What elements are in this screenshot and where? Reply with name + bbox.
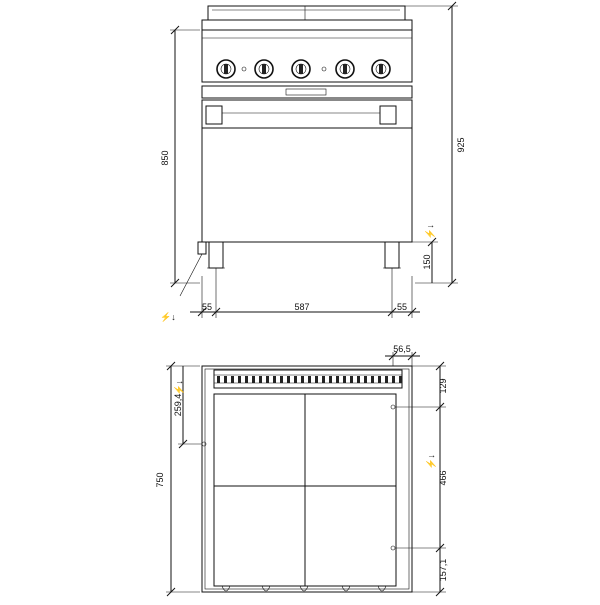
grill-slot xyxy=(245,376,248,383)
dim-750: 750 xyxy=(155,472,165,487)
grill-slot xyxy=(217,376,220,383)
grill-slot xyxy=(266,376,269,383)
dim-587: 587 xyxy=(294,302,309,312)
dim-56-5: 56,5 xyxy=(393,344,411,354)
dim-157-1: 157,1 xyxy=(438,559,448,582)
grill-slot xyxy=(224,376,227,383)
grill-slot xyxy=(273,376,276,383)
grill-slot xyxy=(308,376,311,383)
grill-slot xyxy=(322,376,325,383)
grill-slot xyxy=(371,376,374,383)
dim-466: 466 xyxy=(438,470,448,485)
cooktop-edge xyxy=(201,19,413,31)
grill-slot xyxy=(343,376,346,383)
indicator-lamp xyxy=(321,66,327,72)
dim-850: 850 xyxy=(160,150,170,165)
knob-5 xyxy=(371,59,391,79)
grill-slot xyxy=(315,376,318,383)
grill-slot xyxy=(259,376,262,383)
grill-slot xyxy=(385,376,388,383)
grill-slot xyxy=(287,376,290,383)
connection-point-bottom-right xyxy=(390,545,396,551)
leg-left xyxy=(208,241,224,269)
dim-129: 129 xyxy=(438,378,448,393)
dim-55-right: 55 xyxy=(397,302,407,312)
grill-slot xyxy=(294,376,297,383)
grill-slot xyxy=(399,376,402,383)
grill-slot xyxy=(392,376,395,383)
electrical-symbol-top-right: ⚡↓ xyxy=(425,454,437,470)
grill-slot xyxy=(378,376,381,383)
top-backsplash xyxy=(207,5,406,21)
oven-body xyxy=(201,127,413,243)
electrical-symbol-top: ⚡↓ xyxy=(173,380,185,396)
dim-259-4: 259,4 xyxy=(173,394,183,417)
connection-point-top-right xyxy=(390,404,396,410)
knob-4 xyxy=(335,59,355,79)
hinge-left xyxy=(205,105,223,125)
knob-3 xyxy=(291,59,311,79)
grill-slot xyxy=(238,376,241,383)
grill-slot xyxy=(336,376,339,383)
hinge-right xyxy=(379,105,397,125)
electrical-leader xyxy=(179,253,203,297)
grill-slot xyxy=(350,376,353,383)
grill-slot xyxy=(329,376,332,383)
leg-right xyxy=(384,241,400,269)
grill-slot xyxy=(357,376,360,383)
knob-1 xyxy=(216,59,236,79)
dim-925: 925 xyxy=(456,137,466,152)
grill-slot xyxy=(364,376,367,383)
grill-slot xyxy=(252,376,255,383)
top-view: 56,5 750 259,4 ⚡↓ 129 466 157,1 ⚡↓ xyxy=(155,344,448,597)
front-knobs-top-view xyxy=(221,585,387,592)
electrical-gland xyxy=(197,241,207,255)
grill-slot xyxy=(280,376,283,383)
indicator-lamp xyxy=(241,66,247,72)
grill-slot xyxy=(231,376,234,383)
knob-2 xyxy=(254,59,274,79)
top-outline xyxy=(201,365,413,593)
rear-grill xyxy=(213,369,403,389)
dim-150: 150 xyxy=(422,254,432,269)
control-panel xyxy=(201,29,413,83)
front-view: 850 925 150 ⚡↓ 55 587 55 ⚡↓ xyxy=(160,1,466,323)
dim-55-left: 55 xyxy=(202,302,212,312)
electrical-symbol-front-right: ⚡↓ xyxy=(424,224,436,240)
grill-slot xyxy=(301,376,304,383)
electrical-symbol-front: ⚡↓ xyxy=(160,311,176,323)
connection-point-left xyxy=(201,441,207,447)
oven-handle-bar xyxy=(201,85,413,99)
